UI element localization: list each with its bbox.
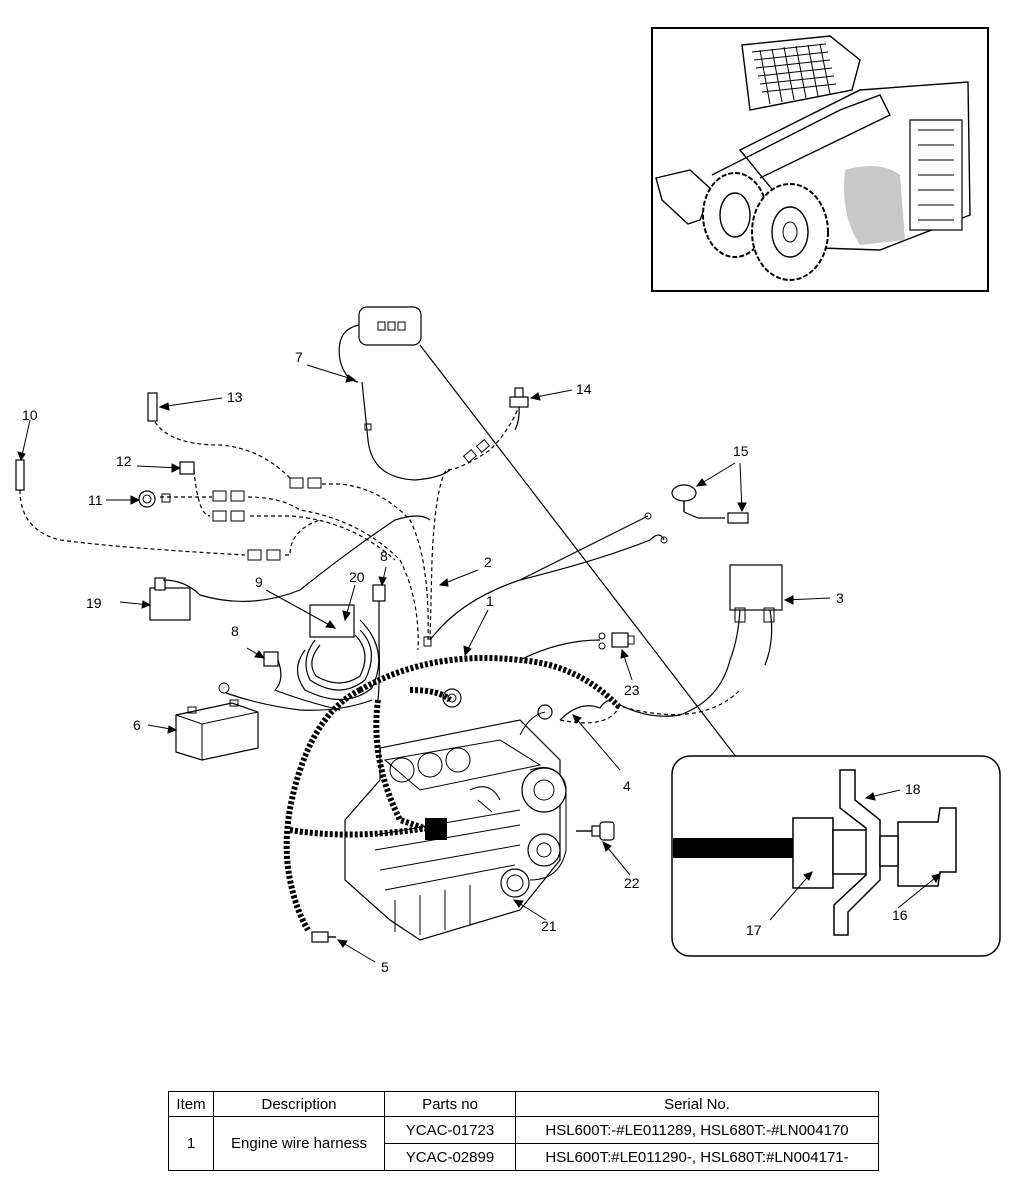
callout-1: 1 <box>486 593 494 609</box>
part-10-connector <box>15 459 25 491</box>
table-row: YCAC-02899 HSL600T:#LE011290-, HSL680T:#… <box>169 1143 879 1171</box>
callout-14: 14 <box>576 381 592 397</box>
callout-20: 20 <box>349 569 365 585</box>
callout-9: 9 <box>255 574 263 590</box>
part-13-connector <box>147 392 158 422</box>
header-item: Item <box>168 1091 214 1117</box>
description-cell: Engine wire harness <box>213 1116 385 1171</box>
callout-15: 15 <box>733 443 749 459</box>
callout-19: 19 <box>86 595 102 611</box>
wire-terminal-a <box>644 512 652 520</box>
callout-8b: 8 <box>231 623 239 639</box>
callout-23: 23 <box>624 682 640 698</box>
part-8-connector-lower <box>263 651 279 667</box>
serial-no-cell: HSL600T:-#LE011289, HSL680T:-#LN004170 <box>515 1116 879 1144</box>
wire-to-terminal <box>519 515 649 581</box>
main-harness <box>283 639 623 932</box>
callout-13: 13 <box>227 389 243 405</box>
part-5-sensor <box>311 931 336 943</box>
callout-8a: 8 <box>380 548 388 564</box>
serial-no-cell: HSL600T:#LE011290-, HSL680T:#LN004171- <box>515 1143 879 1171</box>
callout-5: 5 <box>381 959 389 975</box>
connector-7-box <box>338 306 451 481</box>
callout-7: 7 <box>295 349 303 365</box>
callout-4: 4 <box>623 778 631 794</box>
callout-17: 17 <box>746 922 762 938</box>
part-6-battery <box>175 682 373 761</box>
callout-21: 21 <box>541 918 557 934</box>
connector-detail-inset <box>671 755 1001 957</box>
callout-2: 2 <box>484 554 492 570</box>
skid-steer-loader-inset <box>651 27 989 292</box>
callout-3: 3 <box>836 590 844 606</box>
callout-22: 22 <box>624 875 640 891</box>
callout-10: 10 <box>22 407 38 423</box>
callout-11: 11 <box>88 492 103 508</box>
part-8-upper-wire <box>377 601 380 701</box>
dashed-wiring <box>19 403 741 724</box>
wiring-diagram: 1 2 3 4 5 6 7 8 8 9 10 11 12 13 14 15 16… <box>15 27 1001 975</box>
part-20-relay-box <box>296 604 380 701</box>
leader-arrows <box>17 364 941 963</box>
wire-to-2 <box>429 534 665 641</box>
part-8-connector-upper <box>372 584 386 602</box>
part-14-switch <box>509 387 529 431</box>
callout-18: 18 <box>905 781 921 797</box>
part-11-buzzer <box>138 490 171 508</box>
part-23-sensor <box>598 632 635 650</box>
part-12-relay <box>179 461 195 475</box>
part-22-plug <box>576 821 615 841</box>
parts-table: Item Description Parts no Serial No. 1 E… <box>168 1091 879 1171</box>
callout-6: 6 <box>133 717 141 733</box>
callout-12: 12 <box>116 453 132 469</box>
callout-16: 16 <box>892 907 908 923</box>
part-15-sensor <box>671 484 749 524</box>
header-description: Description <box>213 1091 385 1117</box>
parts-no-cell: YCAC-01723 <box>384 1116 516 1144</box>
item-cell: 1 <box>168 1116 214 1171</box>
part-8-lower-wire <box>273 659 341 711</box>
table-header-row: Item Description Parts no Serial No. <box>168 1091 879 1117</box>
header-serial-no: Serial No. <box>515 1091 879 1117</box>
header-parts-no: Parts no <box>384 1091 516 1117</box>
detail-leader-line <box>419 344 741 763</box>
engine-block <box>344 688 567 941</box>
parts-no-cell: YCAC-02899 <box>384 1143 516 1171</box>
wire-terminal-b <box>660 536 668 544</box>
part-3-control-unit <box>619 564 783 717</box>
part-19-module <box>149 515 431 621</box>
table-row: 1 Engine wire harness YCAC-01723 HSL600T… <box>168 1116 879 1171</box>
